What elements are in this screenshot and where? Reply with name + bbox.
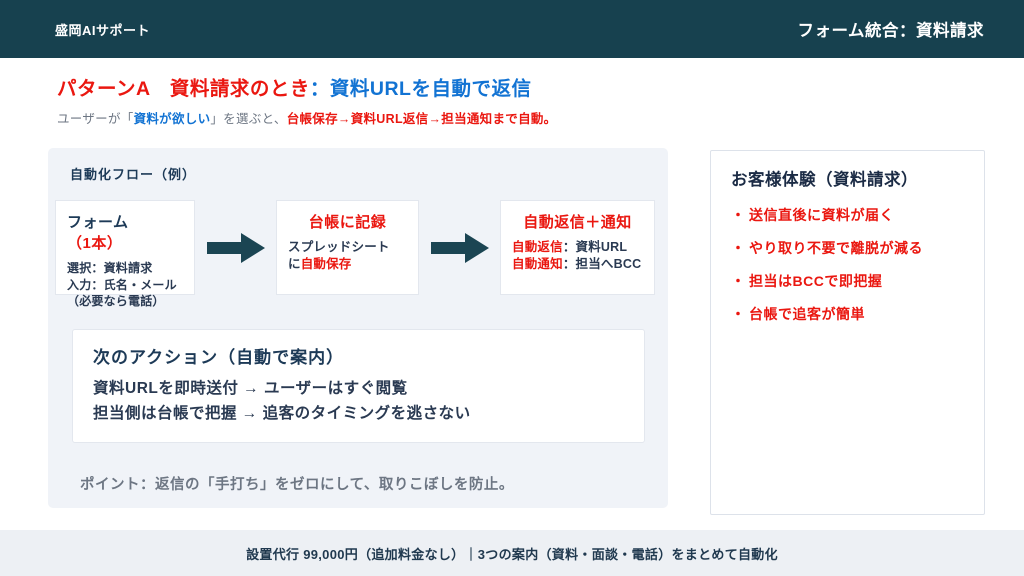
flow-step-reply-title: 自動返信＋通知 bbox=[523, 214, 632, 231]
next-action-box: 次のアクション（自動で案内） 資料URLを即時送付 → ユーザーはすぐ閲覧 担当… bbox=[72, 329, 645, 443]
customer-benefit-list: ・送信直後に資料が届く ・やり取り不要で離脱が減る ・担当はBCCで即把握 ・台… bbox=[731, 205, 964, 324]
flow-step-form: フォーム （1本） 選択：資料請求 入力：氏名・メール （必要なら電話） bbox=[55, 200, 195, 308]
header-page-title: フォーム統合：資料請求 bbox=[797, 22, 984, 40]
footer-text: 設置代行 99,000円（追加料金なし）｜3つの案内（資料・面談・電話）をまとめ… bbox=[246, 546, 778, 562]
flow-arrow-1 bbox=[195, 232, 276, 264]
flow-step-reply-line: 自動通知：担当へBCC bbox=[512, 256, 643, 273]
flow-step-ledger-line-plain: に bbox=[288, 256, 301, 271]
flow-step-ledger-body: スプレッドシート に自動保存 bbox=[288, 239, 407, 272]
arrow-right-icon bbox=[206, 232, 265, 263]
bullet-dot: ・ bbox=[731, 207, 746, 223]
subtitle-seg-3: 」を選ぶと、 bbox=[210, 112, 287, 126]
flow-step-form-line: （必要なら電話） bbox=[67, 294, 165, 308]
flow-step-reply-line-accent: 自動通知 bbox=[512, 256, 563, 271]
flow-step-form-line: 選択：資料請求 bbox=[67, 261, 153, 275]
flow-step-form-title-main: フォーム bbox=[67, 214, 129, 231]
subtitle-seg-1: ユーザーが「 bbox=[57, 112, 134, 126]
customer-benefit-text: 台帳で追客が簡単 bbox=[749, 306, 865, 322]
page-title-red-segment: パターンA 資料請求のとき bbox=[57, 78, 310, 100]
brand-title: 盛岡AIサポート bbox=[55, 22, 151, 38]
footer-bar: 設置代行 99,000円（追加料金なし）｜3つの案内（資料・面談・電話）をまとめ… bbox=[0, 530, 1024, 576]
customer-benefit-item: ・台帳で追客が簡単 bbox=[731, 304, 964, 324]
customer-benefit-text: 担当はBCCで即把握 bbox=[749, 273, 883, 289]
flow-step-reply: 自動返信＋通知 自動返信：資料URL 自動通知：担当へBCC bbox=[500, 200, 655, 295]
flow-step-reply-body: 自動返信：資料URL 自動通知：担当へBCC bbox=[512, 239, 643, 272]
next-action-title: 次のアクション（自動で案内） bbox=[93, 348, 345, 367]
flow-step-reply-line: 自動返信：資料URL bbox=[512, 239, 643, 256]
bullet-dot: ・ bbox=[731, 240, 746, 256]
bullet-dot: ・ bbox=[731, 273, 746, 289]
flow-row: フォーム （1本） 選択：資料請求 入力：氏名・メール （必要なら電話） 台帳に記… bbox=[55, 200, 655, 308]
customer-experience-panel: お客様体験（資料請求） ・送信直後に資料が届く ・やり取り不要で離脱が減る ・担… bbox=[710, 150, 985, 515]
flow-step-form-title-accent: （1本） bbox=[67, 235, 123, 252]
next-action-line: 資料URLを即時送付 → ユーザーはすぐ閲覧 bbox=[93, 380, 408, 397]
flow-step-form-title: フォーム （1本） bbox=[67, 211, 183, 253]
arrow-right-icon bbox=[430, 232, 489, 263]
flow-step-form-body: 選択：資料請求 入力：氏名・メール （必要なら電話） bbox=[67, 260, 183, 310]
customer-benefit-text: やり取り不要で離脱が減る bbox=[749, 240, 923, 256]
automation-flow-panel: 自動化フロー（例） フォーム （1本） 選択：資料請求 入力：氏名・メール （必要… bbox=[48, 148, 668, 508]
flow-step-reply-line-accent: 自動返信 bbox=[512, 240, 563, 254]
flow-label: 自動化フロー（例） bbox=[70, 167, 197, 182]
subtitle-seg-4: 台帳保存→資料URL返信→担当通知まで自動。 bbox=[286, 112, 557, 126]
customer-benefit-item: ・担当はBCCで即把握 bbox=[731, 271, 964, 291]
flow-step-ledger-line: スプレッドシート bbox=[288, 240, 390, 254]
subtitle: ユーザーが「資料が欲しい」を選ぶと、台帳保存→資料URL返信→担当通知まで自動。 bbox=[57, 108, 556, 127]
flow-arrow-2 bbox=[419, 232, 500, 264]
next-action-line: 担当側は台帳で把握 → 追客のタイミングを逃さない bbox=[93, 405, 471, 422]
customer-benefit-item: ・送信直後に資料が届く bbox=[731, 205, 964, 225]
page-title-blue-segment: ：資料URLを自動で返信 bbox=[309, 78, 532, 100]
flow-step-ledger-line: に自動保存 bbox=[288, 256, 407, 273]
flow-step-reply-line-rest: ：担当へBCC bbox=[562, 256, 642, 271]
flow-step-ledger: 台帳に記録 スプレッドシート に自動保存 bbox=[276, 200, 419, 295]
page-title: パターンA 資料請求のとき：資料URLを自動で返信 bbox=[57, 72, 531, 101]
customer-benefit-item: ・やり取り不要で離脱が減る bbox=[731, 238, 964, 258]
bullet-dot: ・ bbox=[731, 306, 746, 322]
subtitle-seg-2: 資料が欲しい bbox=[133, 112, 211, 126]
flow-step-form-line: 入力：氏名・メール bbox=[67, 277, 177, 292]
point-note: ポイント：返信の「手打ち」をゼロにして、取りこぼしを防止。 bbox=[80, 477, 514, 493]
flow-step-ledger-line-accent: 自動保存 bbox=[300, 256, 352, 271]
customer-panel-title: お客様体験（資料請求） bbox=[731, 171, 918, 189]
header-bar: 盛岡AIサポート フォーム統合：資料請求 bbox=[0, 0, 1024, 58]
customer-benefit-text: 送信直後に資料が届く bbox=[749, 207, 894, 223]
flow-step-reply-line-rest: ：資料URL bbox=[562, 240, 628, 254]
flow-step-ledger-title: 台帳に記録 bbox=[308, 214, 387, 231]
